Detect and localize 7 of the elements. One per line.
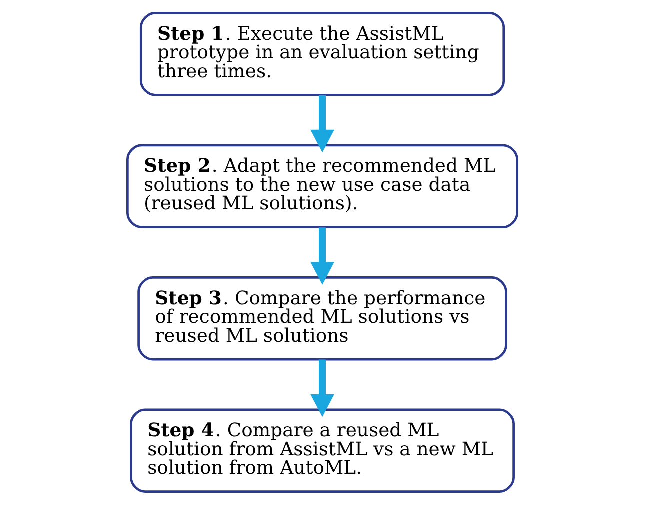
arrow	[310, 95, 334, 153]
node-box: Step 3. Compare the performance of recommended ML solutions vs reused ML solutions	[138, 276, 508, 361]
node-box: Step 4. Compare a reused ML solution from AssistML vs a new ML solution from AutoML.	[130, 408, 515, 493]
arrow	[310, 360, 334, 418]
node-box: Step 1. Execute the AssistML prototype in an evaluation setting three times.	[140, 12, 506, 96]
arrow	[310, 228, 334, 285]
node-box: Step 2. Adapt the recommended ML solutions to the new use case data (reused ML solutions).	[126, 144, 518, 229]
